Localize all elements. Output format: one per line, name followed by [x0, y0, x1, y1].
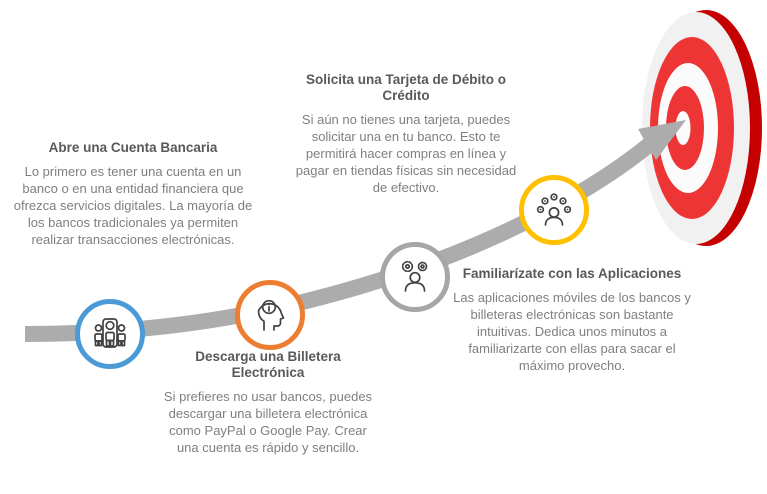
step-1-title: Abre una Cuenta Bancaria: [48, 140, 218, 155]
milestone-request-card: [380, 242, 450, 312]
step-2-body: Si prefieres no usar bancos, puedes desc…: [163, 389, 373, 455]
step-4-text: Familiarízate con las Aplicaciones Las a…: [450, 266, 694, 374]
bullseye-target-icon: [642, 10, 762, 246]
milestone-download-wallet: [235, 280, 305, 350]
milestone-learn-apps: [519, 175, 589, 245]
step-2-title: Descarga una Billetera Electrónica: [195, 349, 341, 380]
step-2-text: Descarga una Billetera Electrónica Si pr…: [158, 349, 378, 456]
step-4-body: Las aplicaciones móviles de los bancos y…: [453, 290, 691, 373]
person-options-icon: [536, 193, 572, 226]
step-1-text: Abre una Cuenta Bancaria Lo primero es t…: [13, 140, 253, 248]
milestone-open-bank-account: [75, 299, 145, 369]
people-group-icon: [94, 318, 126, 348]
step-3-text: Solicita una Tarjeta de Débito o Crédito…: [288, 72, 524, 196]
person-gears-icon: [401, 260, 428, 292]
step-1-body: Lo primero es tener una cuenta en un ban…: [13, 164, 253, 247]
step-3-body: Si aún no tienes una tarjeta, puedes sol…: [295, 112, 517, 195]
head-idea-info-icon: [257, 299, 285, 331]
step-3-title: Solicita una Tarjeta de Débito o Crédito: [305, 72, 507, 103]
step-4-title: Familiarízate con las Aplicaciones: [462, 266, 682, 281]
